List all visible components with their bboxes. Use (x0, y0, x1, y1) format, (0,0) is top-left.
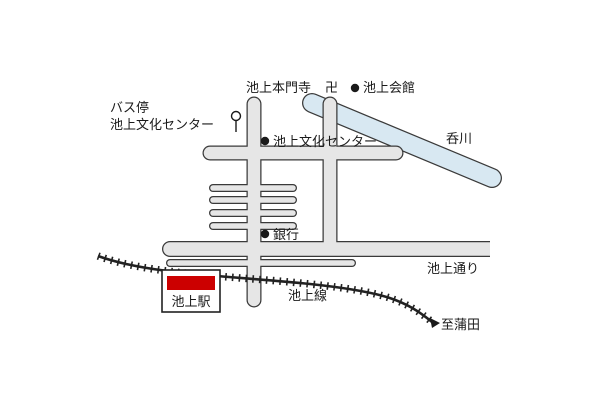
poi-dot-kaikan (350, 83, 360, 93)
station-label: 池上駅 (171, 295, 210, 310)
label-to-kamata: 至蒲田 (441, 318, 480, 333)
poi-dot-bank (260, 229, 270, 239)
manji-icon: 卍 (325, 81, 338, 96)
label-bus-stop: バス停 (110, 100, 149, 116)
label-bus-stop-name: 池上文化センター (110, 118, 214, 133)
label-kaikan: 池上会館 (363, 81, 415, 96)
direction-to-kamata: 至蒲田 (430, 318, 480, 333)
label-bank: 銀行 (273, 228, 299, 243)
river (302, 93, 502, 188)
label-bunka-center: 池上文化センター (273, 135, 377, 150)
label-river: 呑川 (446, 132, 472, 147)
arrow-right-icon (430, 318, 440, 328)
label-ikegami-line: 池上線 (288, 288, 327, 304)
bus-stop-icon (230, 110, 242, 132)
station-mark (167, 276, 215, 290)
railway-ikegami-line (96, 252, 435, 325)
label-temple: 池上本門寺 (246, 81, 311, 96)
poi-dot-bunka-center (260, 136, 270, 146)
station-ikegami: 池上駅 (161, 269, 221, 313)
road-fills (163, 97, 497, 307)
label-ikegami-dori: 池上通り (427, 262, 479, 277)
road-edge-mask (490, 238, 502, 262)
